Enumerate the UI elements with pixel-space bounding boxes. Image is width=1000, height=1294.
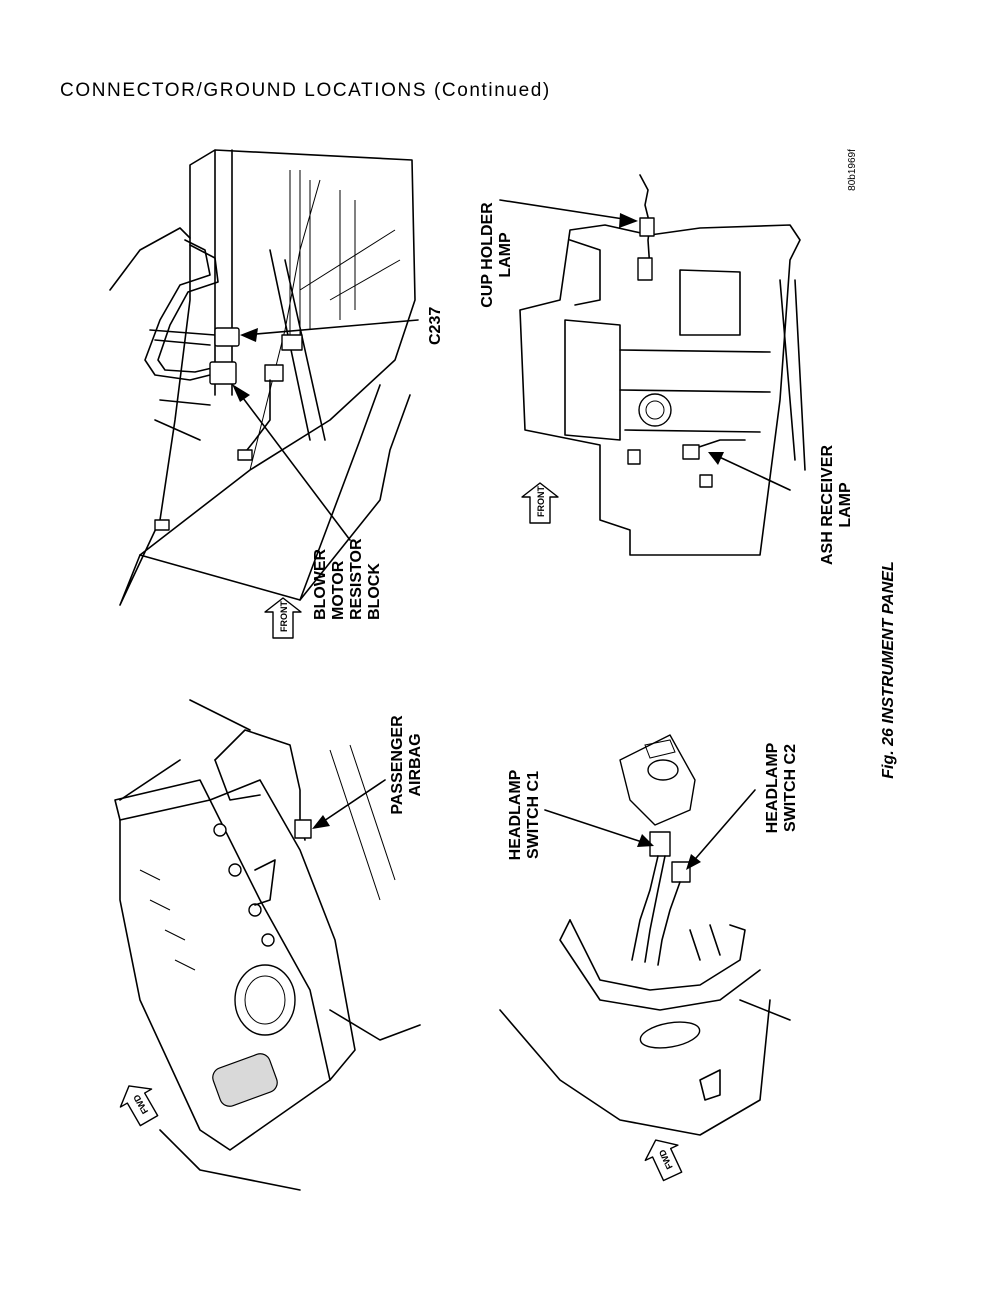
fwd-arrow-icon: FWD: [644, 1139, 683, 1182]
figure-code: 80b1969f: [847, 149, 858, 191]
front-arrow-icon: FRONT: [521, 482, 559, 524]
front-arrow-icon: FRONT: [264, 597, 302, 639]
svg-text:HEADLAMP: HEADLAMP: [764, 742, 781, 833]
headlamp-switch-c2-label: HEADLAMP SWITCH C2: [764, 742, 799, 833]
svg-text:BLOCK: BLOCK: [366, 563, 383, 620]
svg-text:BLOWER: BLOWER: [312, 548, 329, 620]
svg-text:80b1969f: 80b1969f: [847, 149, 858, 191]
svg-text:MOTOR: MOTOR: [330, 560, 347, 620]
front-arrow-label: FRONT: [536, 486, 546, 517]
passenger-airbag-label: PASSENGER AIRBAG: [389, 715, 424, 815]
svg-text:RESISTOR: RESISTOR: [348, 538, 365, 620]
headlamp-switch-c1-label: HEADLAMP SWITCH C1: [507, 769, 542, 860]
svg-text:C237: C237: [427, 307, 444, 345]
cup-holder-lamp-label: CUP HOLDER LAMP: [479, 202, 514, 308]
headlamp-switch-view: [499, 734, 791, 1136]
blower-motor-view: [109, 149, 419, 606]
page-title: CONNECTOR/GROUND LOCATIONS (Continued): [60, 80, 551, 101]
figure-caption: Fig. 26 INSTRUMENT PANEL: [880, 561, 897, 779]
svg-text:Fig. 26 INSTRUMENT PANEL: Fig. 26 INSTRUMENT PANEL: [880, 561, 897, 779]
svg-text:PASSENGER: PASSENGER: [389, 715, 406, 815]
front-arrow-label: FRONT: [279, 601, 289, 632]
fwd-arrow-icon: FWD: [119, 1085, 159, 1127]
svg-text:LAMP: LAMP: [837, 482, 854, 528]
cup-holder-view: [499, 174, 806, 556]
svg-text:HEADLAMP: HEADLAMP: [507, 769, 524, 860]
blower-motor-resistor-block-label: BLOWER MOTOR RESISTOR BLOCK: [312, 538, 383, 620]
svg-text:ASH RECEIVER: ASH RECEIVER: [819, 445, 836, 565]
c237-label: C237: [427, 307, 444, 345]
svg-text:AIRBAG: AIRBAG: [407, 733, 424, 796]
svg-text:SWITCH C1: SWITCH C1: [525, 771, 542, 859]
svg-text:CUP HOLDER: CUP HOLDER: [479, 202, 496, 308]
svg-text:LAMP: LAMP: [497, 232, 514, 278]
ash-receiver-lamp-label: ASH RECEIVER LAMP: [819, 445, 854, 565]
svg-text:SWITCH C2: SWITCH C2: [782, 744, 799, 832]
passenger-airbag-view: [114, 699, 421, 1191]
